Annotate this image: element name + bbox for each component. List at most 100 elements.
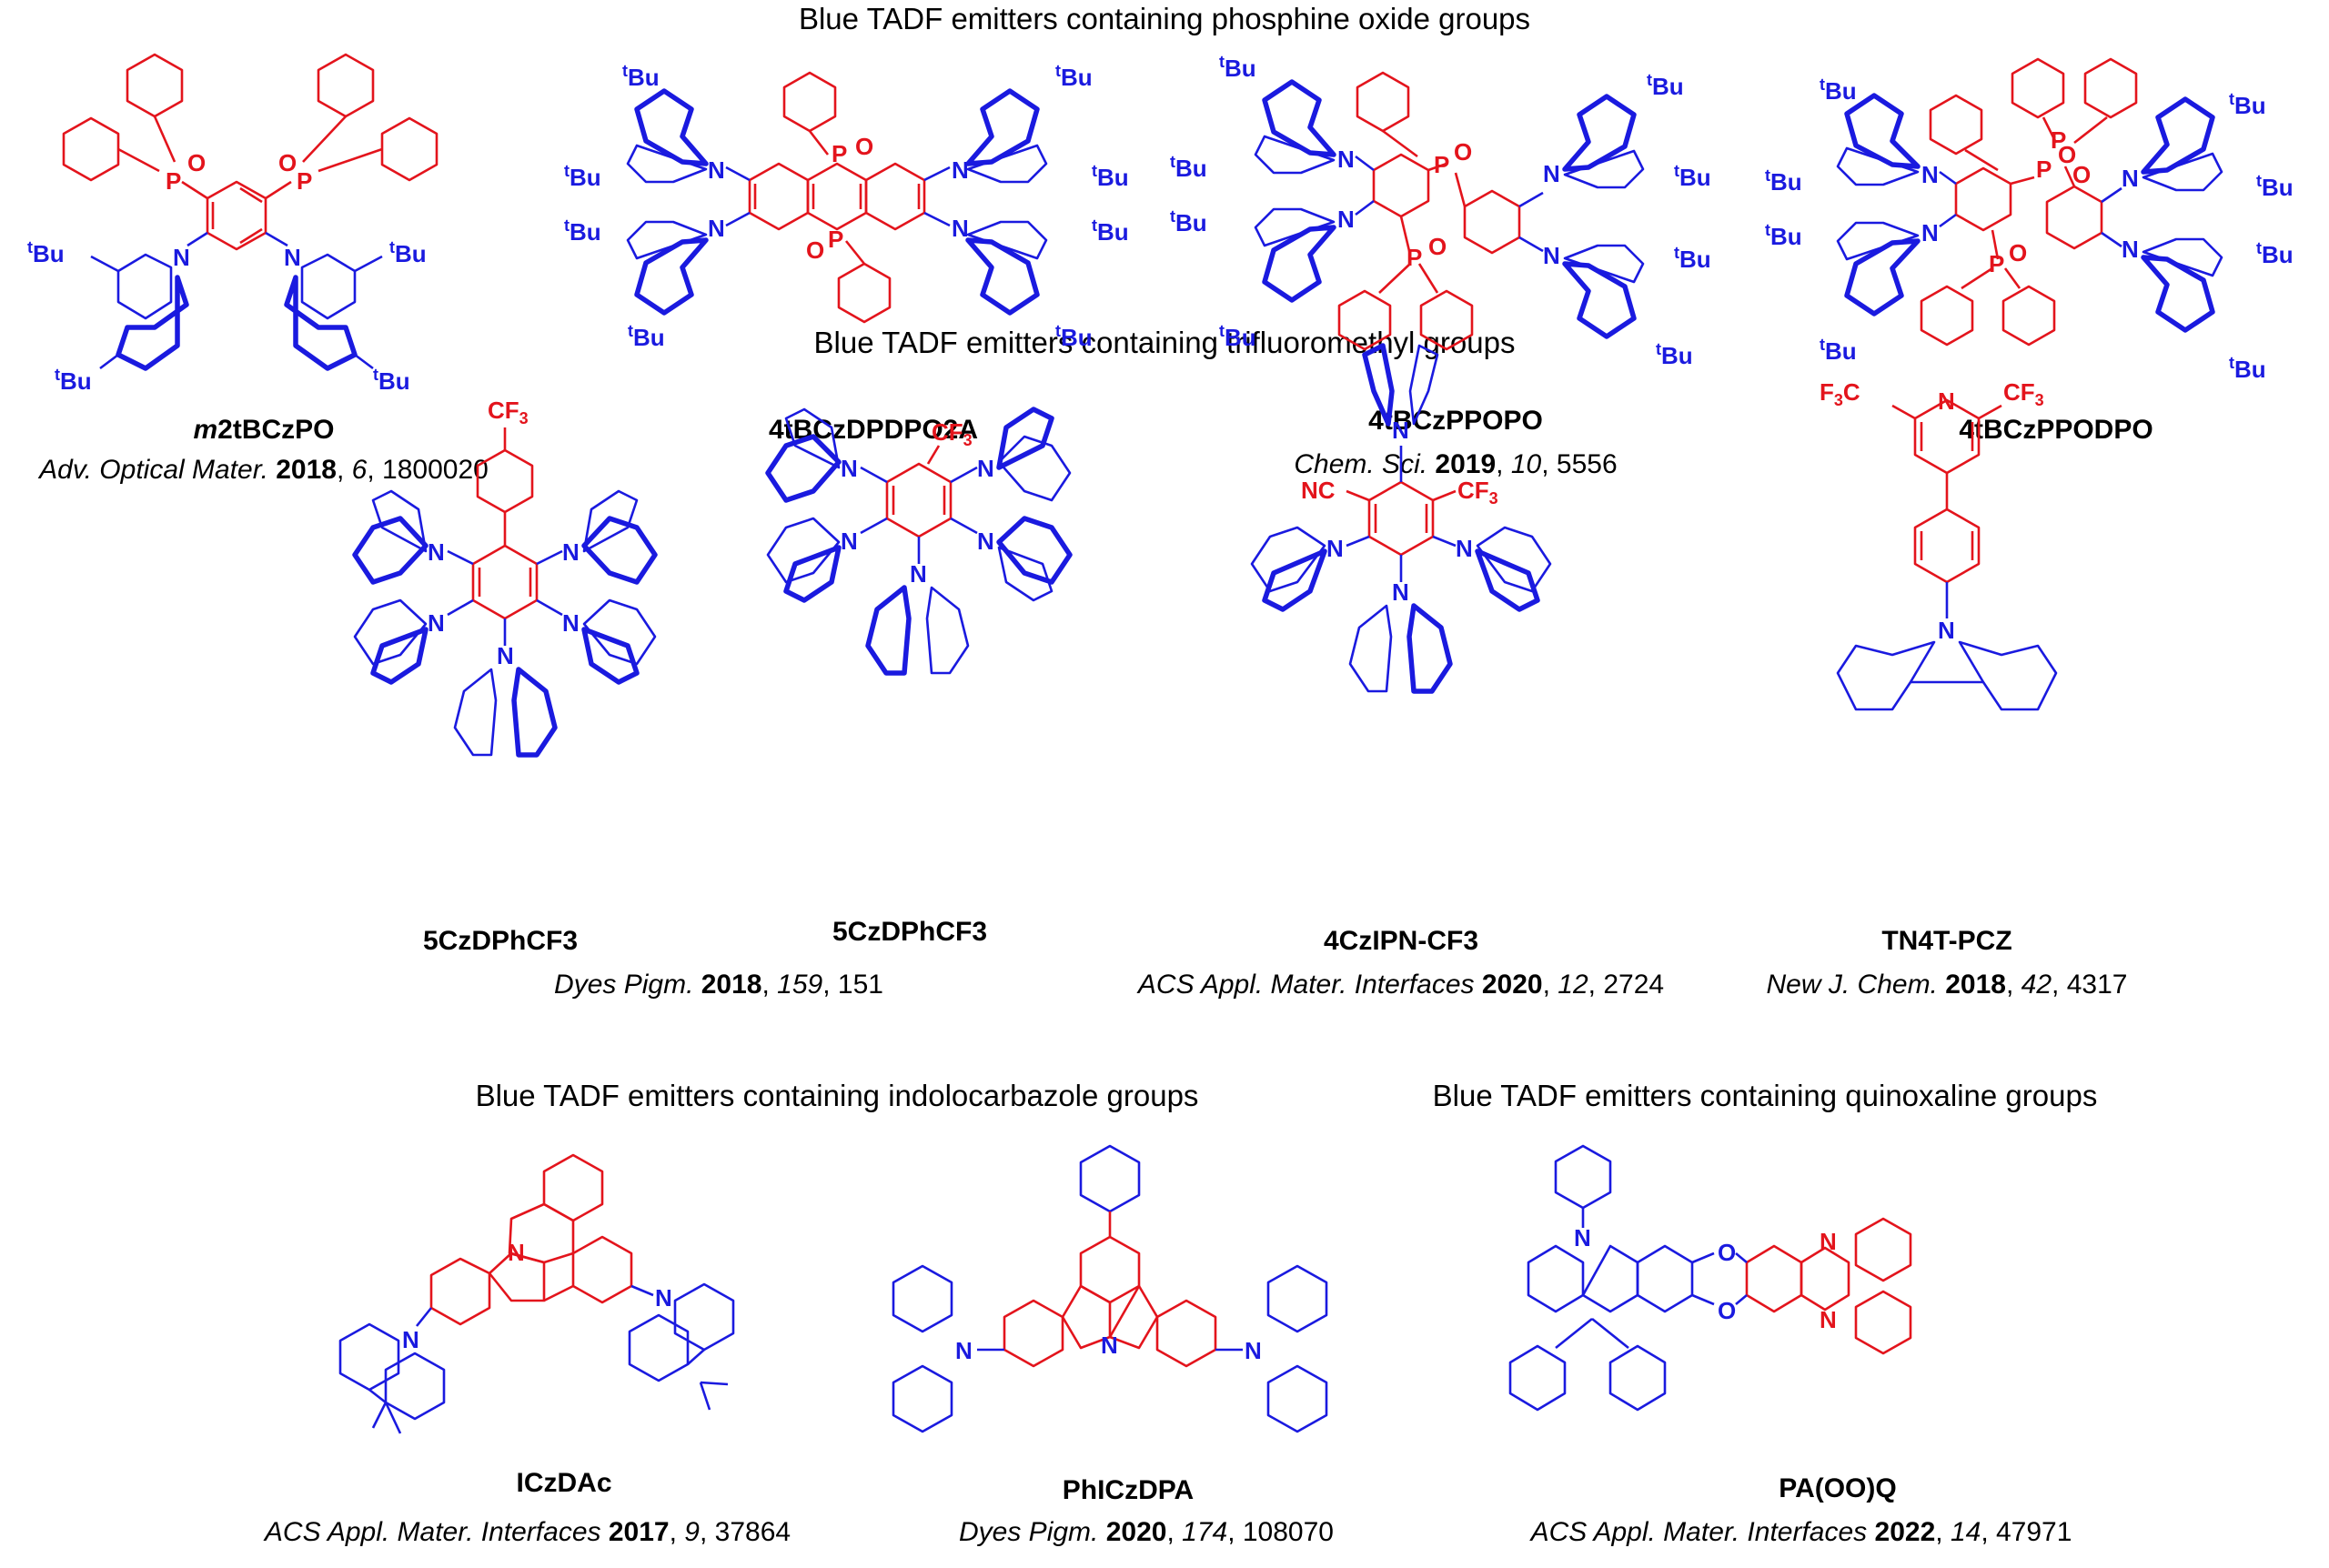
compound-name-5czdphcf3-a: 5CzDPhCF3 <box>422 926 579 956</box>
n-atom: N <box>497 642 514 669</box>
n-atom: N <box>173 244 190 271</box>
cf3-sub: 3 <box>1489 489 1498 508</box>
tbu-label: Bu <box>570 218 601 246</box>
ref-journal: ACS Appl. Mater. Interfaces <box>1137 970 1475 1000</box>
ref-year: 2020 <box>1105 1517 1167 1547</box>
n-atom: N <box>1392 417 1409 444</box>
n-atom: N <box>1938 617 1955 644</box>
tbu-sup: t <box>1219 322 1225 340</box>
ref-year: 2018 <box>701 970 762 1000</box>
n-atom: N <box>708 156 725 184</box>
n-atom: N <box>562 538 580 566</box>
tbu-label: Bu <box>1825 337 1857 365</box>
compound-name-phiczdpa: PhICzDPA <box>1062 1475 1195 1505</box>
o-atom: O <box>1718 1297 1736 1324</box>
ref-volume: 12 <box>1558 970 1588 1000</box>
n-atom: N <box>1921 161 1939 188</box>
tbu-sup: t <box>1820 336 1825 354</box>
compound-name-5czdphcf3-b: 5CzDPhCF3 <box>832 917 988 947</box>
tbu-sup: t <box>1656 340 1661 358</box>
structure-5czdphcf3-a: CF3 N N N N N <box>352 397 658 758</box>
ref-volume: 10 <box>1510 449 1542 479</box>
svg-text:CF3: CF3 <box>488 397 529 427</box>
f3c-c: C <box>1843 378 1860 406</box>
svg-text:tBu: tBu <box>1820 75 1857 105</box>
reference-acs-ami-2022: ACS Appl. Mater. Interfaces 2022, 14, 47… <box>1530 1517 2072 1547</box>
tbu-label: Bu <box>60 367 92 395</box>
tbu-label: Bu <box>628 64 660 91</box>
cf3-label: CF <box>488 397 519 424</box>
o-atom: O <box>2058 141 2076 168</box>
reference-new-j-chem: New J. Chem. 2018, 42, 4317 <box>1766 970 2128 1000</box>
ref-year: 2019 <box>1435 449 1497 479</box>
svg-text:CF3: CF3 <box>1457 477 1498 508</box>
f3c-sub: 3 <box>1834 391 1843 409</box>
ref-page: 2724 <box>1603 970 1665 1000</box>
tbu-sup: t <box>1820 75 1825 94</box>
name-rest: 2tBCzPO <box>217 415 335 445</box>
tbu-sup: t <box>27 238 33 256</box>
ref-page: 5556 <box>1556 449 1618 479</box>
ref-year: 2022 <box>1874 1517 1936 1547</box>
n-atom: N <box>2122 165 2139 192</box>
tbu-sup: t <box>2229 354 2234 372</box>
svg-text:tBu: tBu <box>1674 162 1711 191</box>
reference-chem-sci: Chem. Sci. 2019, 10, 5556 <box>1294 449 1618 479</box>
tbu-sup: t <box>1674 244 1679 262</box>
svg-text:tBu: tBu <box>1092 216 1129 246</box>
n-atom: N <box>402 1326 419 1353</box>
n-atom: N <box>1392 578 1409 606</box>
p-atom: P <box>1434 151 1449 178</box>
p-atom: P <box>1989 250 2004 277</box>
ref-journal: ACS Appl. Mater. Interfaces <box>264 1517 601 1547</box>
reference-acs-ami-2017: ACS Appl. Mater. Interfaces 2017, 9, 378… <box>264 1517 791 1547</box>
o-atom: O <box>1718 1239 1736 1266</box>
ref-volume: 42 <box>2021 970 2052 1000</box>
n-atom: N <box>977 528 994 555</box>
o-atom: O <box>2072 161 2091 188</box>
ref-journal: Dyes Pigm. <box>959 1517 1099 1547</box>
n-atom: N <box>841 528 858 555</box>
ref-page: 47971 <box>1995 1517 2072 1547</box>
reference-acs-ami-2020: ACS Appl. Mater. Interfaces 2020, 12, 27… <box>1137 970 1665 1000</box>
o-atom: O <box>1428 233 1447 260</box>
o-atom: O <box>855 133 873 160</box>
tbu-sup: t <box>628 322 633 340</box>
n-atom: N <box>1337 146 1355 173</box>
tbu-label: Bu <box>570 164 601 191</box>
svg-text:CF3: CF3 <box>2003 378 2044 409</box>
tbu-label: Bu <box>1679 246 1711 273</box>
section-title-indolocarbazole: Blue TADF emitters containing indolocarb… <box>475 1079 1199 1112</box>
n-atom: N <box>955 1337 973 1364</box>
svg-text:tBu: tBu <box>564 162 601 191</box>
tbu-label: Bu <box>1175 209 1207 236</box>
svg-text:tBu: tBu <box>1765 166 1802 196</box>
tbu-label: Bu <box>1770 168 1802 196</box>
n-atom: N <box>1456 535 1473 562</box>
svg-text:tBu: tBu <box>2256 172 2294 201</box>
tbu-sup: t <box>1674 162 1679 180</box>
n-atom: N <box>428 538 445 566</box>
tbu-label: Bu <box>1097 164 1129 191</box>
cf3-label: CF <box>1457 477 1489 504</box>
tbu-sup: t <box>389 238 395 256</box>
n-atom: N <box>562 609 580 637</box>
structure-paooq: N O O N N <box>1508 1144 1912 1412</box>
svg-text:tBu: tBu <box>1765 221 1802 250</box>
n-atom: N <box>1245 1337 1262 1364</box>
structure-tn4t-pcz: N F3C CF3 N <box>1820 378 2058 711</box>
compound-name-tn4t-pcz: TN4T-PCZ <box>1881 926 2012 956</box>
tbu-label: Bu <box>633 324 665 351</box>
n-atom: N <box>1574 1224 1591 1251</box>
n-atom: N <box>1101 1332 1118 1359</box>
tbu-label: Bu <box>395 240 427 267</box>
compound-name-iczdac: ICzDAc <box>516 1468 612 1498</box>
tbu-sup: t <box>1647 71 1652 89</box>
tbu-sup: t <box>2256 239 2262 257</box>
o-atom: O <box>806 236 824 264</box>
cf3-sub: 3 <box>963 431 973 449</box>
n-atom: N <box>910 560 927 588</box>
svg-text:tBu: tBu <box>1219 322 1256 351</box>
tbu-label: Bu <box>1061 324 1093 351</box>
structure-4czipn-cf3: NC CF3 N N N N <box>1250 343 1552 694</box>
